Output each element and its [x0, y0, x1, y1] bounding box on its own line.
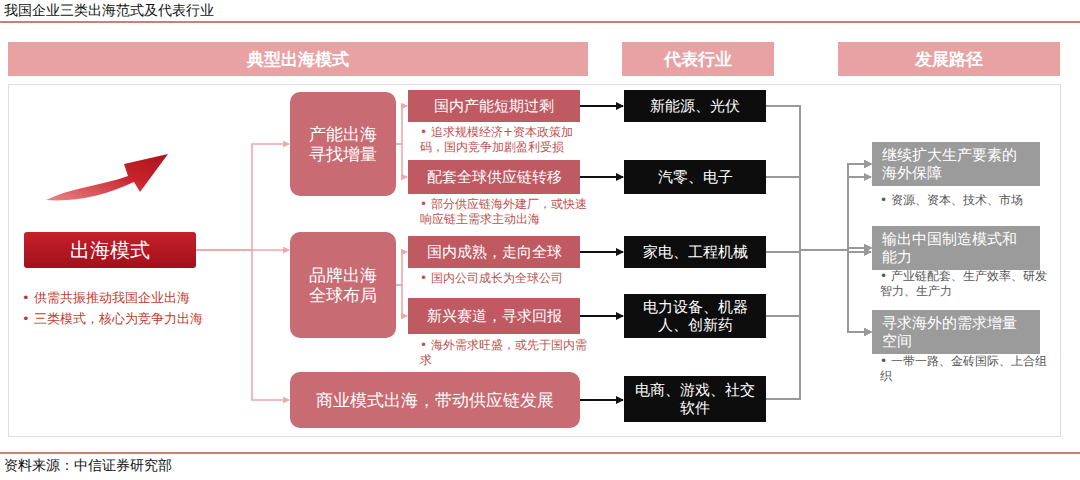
note-text: • 一带一路、金砖国际、上合组织 — [880, 354, 1056, 384]
node-text: 产能出海 寻找增量 — [302, 124, 384, 165]
note-text: • 国内公司成长为全球公司 — [420, 271, 596, 286]
note-text: • 追求规模经济+资本政策加码，国内竞争加剧盈利受损 — [420, 125, 596, 155]
path-box: 输出中国制造模式和能力 — [872, 226, 1040, 270]
node-text: 典型出海模式 — [247, 49, 349, 69]
node-text: 寻求海外的需求增量空间 — [882, 314, 1030, 350]
header-bar: 发展路径 — [838, 42, 1060, 76]
connector-arrow — [580, 176, 623, 178]
connector-arrow — [396, 252, 407, 285]
process-box: 国内成熟，走向全球 — [408, 236, 580, 268]
connector-arrow — [766, 250, 871, 399]
node-text: 新兴赛道，寻求回报 — [427, 307, 562, 325]
connector-arrow — [396, 144, 407, 177]
industry-box: 新能源、光伏 — [624, 90, 766, 122]
node-text: 继续扩大生产要素的海外保障 — [882, 146, 1030, 182]
process-box: 配套全球供应链转移 — [408, 160, 580, 194]
note-text: • 产业链配套、生产效率、研发智力、生产力 — [880, 269, 1056, 299]
node-text: 国内成熟，走向全球 — [427, 243, 562, 261]
node-text: 发展路径 — [915, 49, 983, 69]
connector-arrow — [196, 250, 289, 400]
node-text: 商业模式出海，带动供应链发展 — [316, 390, 554, 410]
node-text: 输出中国制造模式和能力 — [882, 230, 1030, 266]
group-box: 品牌出海 全球布局 — [290, 232, 396, 338]
connector-arrow — [766, 250, 871, 332]
node-text: 家电、工程机械 — [643, 243, 748, 261]
connector-arrow — [580, 315, 623, 317]
connector-arrow — [766, 164, 871, 399]
node-text: 出海模式 — [70, 238, 150, 262]
group-box: 商业模式出海，带动供应链发展 — [290, 372, 580, 428]
node-text: 配套全球供应链转移 — [427, 168, 562, 186]
root-box: 出海模式 — [24, 232, 196, 268]
node-text: 代表行业 — [664, 49, 732, 69]
path-box: 继续扩大生产要素的海外保障 — [872, 142, 1040, 186]
caption-rule — [0, 452, 1080, 454]
source-caption: 资料来源：中信证券研究部 — [4, 457, 172, 475]
connector-arrow — [766, 177, 871, 250]
header-bar: 典型出海模式 — [8, 42, 588, 76]
connector-arrow — [766, 164, 871, 252]
connector-arrow — [396, 106, 407, 144]
title-rule — [0, 21, 1080, 23]
content-frame — [9, 85, 1061, 437]
connector-arrow — [580, 105, 623, 107]
growth-arrow-illustration — [46, 154, 168, 200]
path-box: 寻求海外的需求增量空间 — [872, 310, 1040, 354]
node-text: 国内产能短期过剩 — [434, 97, 554, 115]
diagram-title: 我国企业三类出海范式及代表行业 — [4, 2, 214, 20]
connector-arrow — [766, 106, 871, 332]
node-text: 新能源、光伏 — [650, 97, 740, 115]
industry-box: 电商、游戏、社交软件 — [624, 376, 766, 422]
industry-box: 汽零、电子 — [624, 160, 766, 194]
header-bar: 代表行业 — [622, 42, 774, 76]
connector-arrow — [766, 164, 871, 316]
node-text: 电商、游戏、社交软件 — [632, 381, 758, 417]
connector-arrow — [766, 177, 871, 250]
note-text: • 三类模式，核心为竞争力出海 — [22, 311, 237, 327]
node-text: 电力设备、机器人、创新药 — [632, 298, 758, 334]
note-text: • 部分供应链海外建厂，或快速响应链主需求主动出海 — [420, 197, 596, 227]
note-text: • 供需共振推动我国企业出海 — [22, 290, 232, 306]
connector-arrow — [196, 144, 289, 250]
industry-box: 家电、工程机械 — [624, 236, 766, 268]
group-box: 产能出海 寻找增量 — [290, 92, 396, 196]
node-text: 品牌出海 全球布局 — [302, 265, 384, 306]
connector-arrow — [766, 248, 871, 399]
connector-arrow — [396, 285, 407, 316]
industry-box: 电力设备、机器人、创新药 — [624, 294, 766, 338]
connector-arrow — [580, 251, 623, 253]
note-text: • 海外需求旺盛，或先于国内需求 — [420, 338, 596, 368]
connector-arrow — [766, 177, 871, 332]
process-box: 国内产能短期过剩 — [408, 90, 580, 122]
connector-arrow — [766, 248, 871, 316]
process-box: 新兴赛道，寻求回报 — [408, 298, 580, 334]
node-text: 汽零、电子 — [658, 168, 733, 186]
connector-arrow — [766, 250, 871, 332]
note-text: • 资源、资本、技术、市场 — [880, 193, 1070, 208]
connector-arrow — [580, 399, 623, 401]
